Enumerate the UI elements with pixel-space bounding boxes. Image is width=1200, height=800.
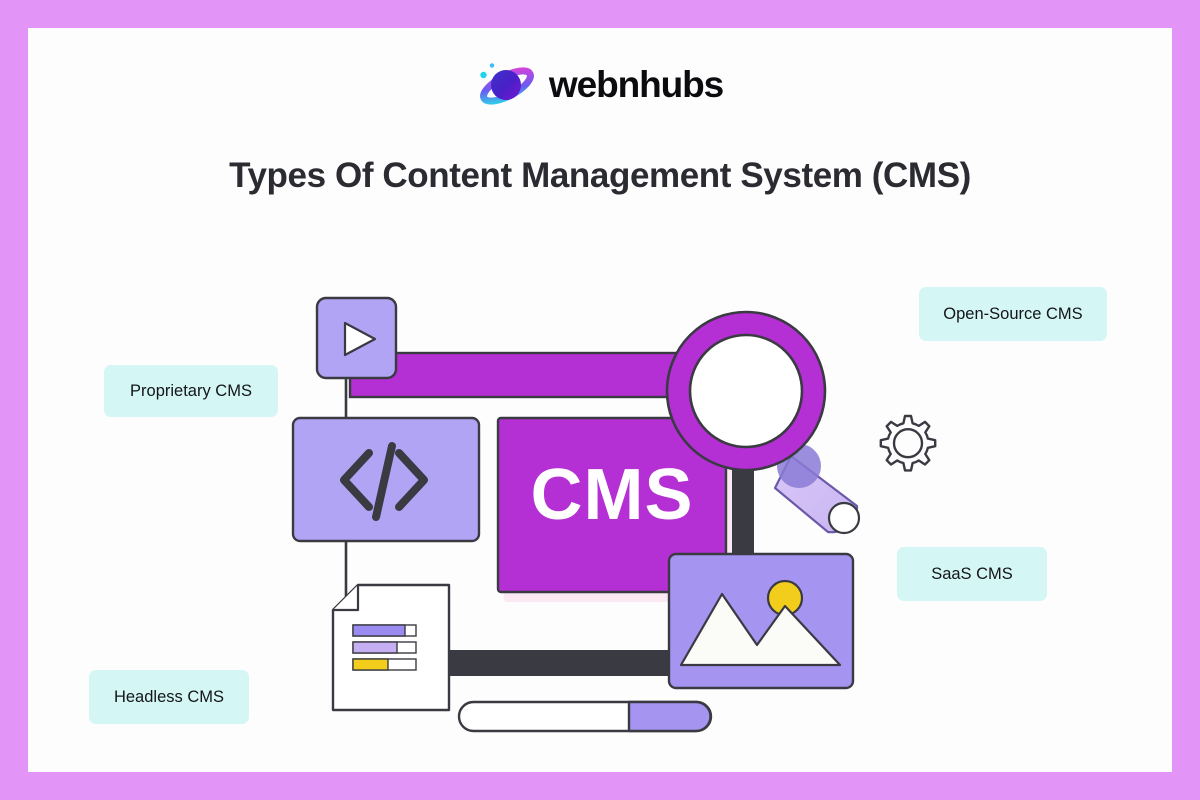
label-proprietary-cms[interactable]: Proprietary CMS <box>104 365 278 417</box>
brand-logo: webnhubs <box>28 60 1172 110</box>
svg-text:CMS: CMS <box>531 455 694 535</box>
page-title: Types Of Content Management System (CMS) <box>229 156 971 195</box>
infographic-canvas: webnhubs Types Of Content Management Sys… <box>28 28 1172 772</box>
magnifier-icon <box>665 310 827 472</box>
cms-panel: CMS <box>496 416 728 594</box>
label-open-source-cms[interactable]: Open-Source CMS <box>919 287 1107 341</box>
label-headless-cms[interactable]: Headless CMS <box>89 670 249 724</box>
document-icon <box>331 583 451 712</box>
code-brackets-icon <box>291 416 481 543</box>
play-button-icon <box>315 296 398 380</box>
gear-icon <box>879 414 937 472</box>
planet-saturn-icon <box>479 63 534 105</box>
image-photo-icon <box>667 552 855 690</box>
cms-illustration: CMS <box>28 28 1172 772</box>
label-saas-cms[interactable]: SaaS CMS <box>897 547 1047 601</box>
logo-wordmark: webnhubs <box>548 64 724 105</box>
progress-bar-icon <box>457 700 713 733</box>
